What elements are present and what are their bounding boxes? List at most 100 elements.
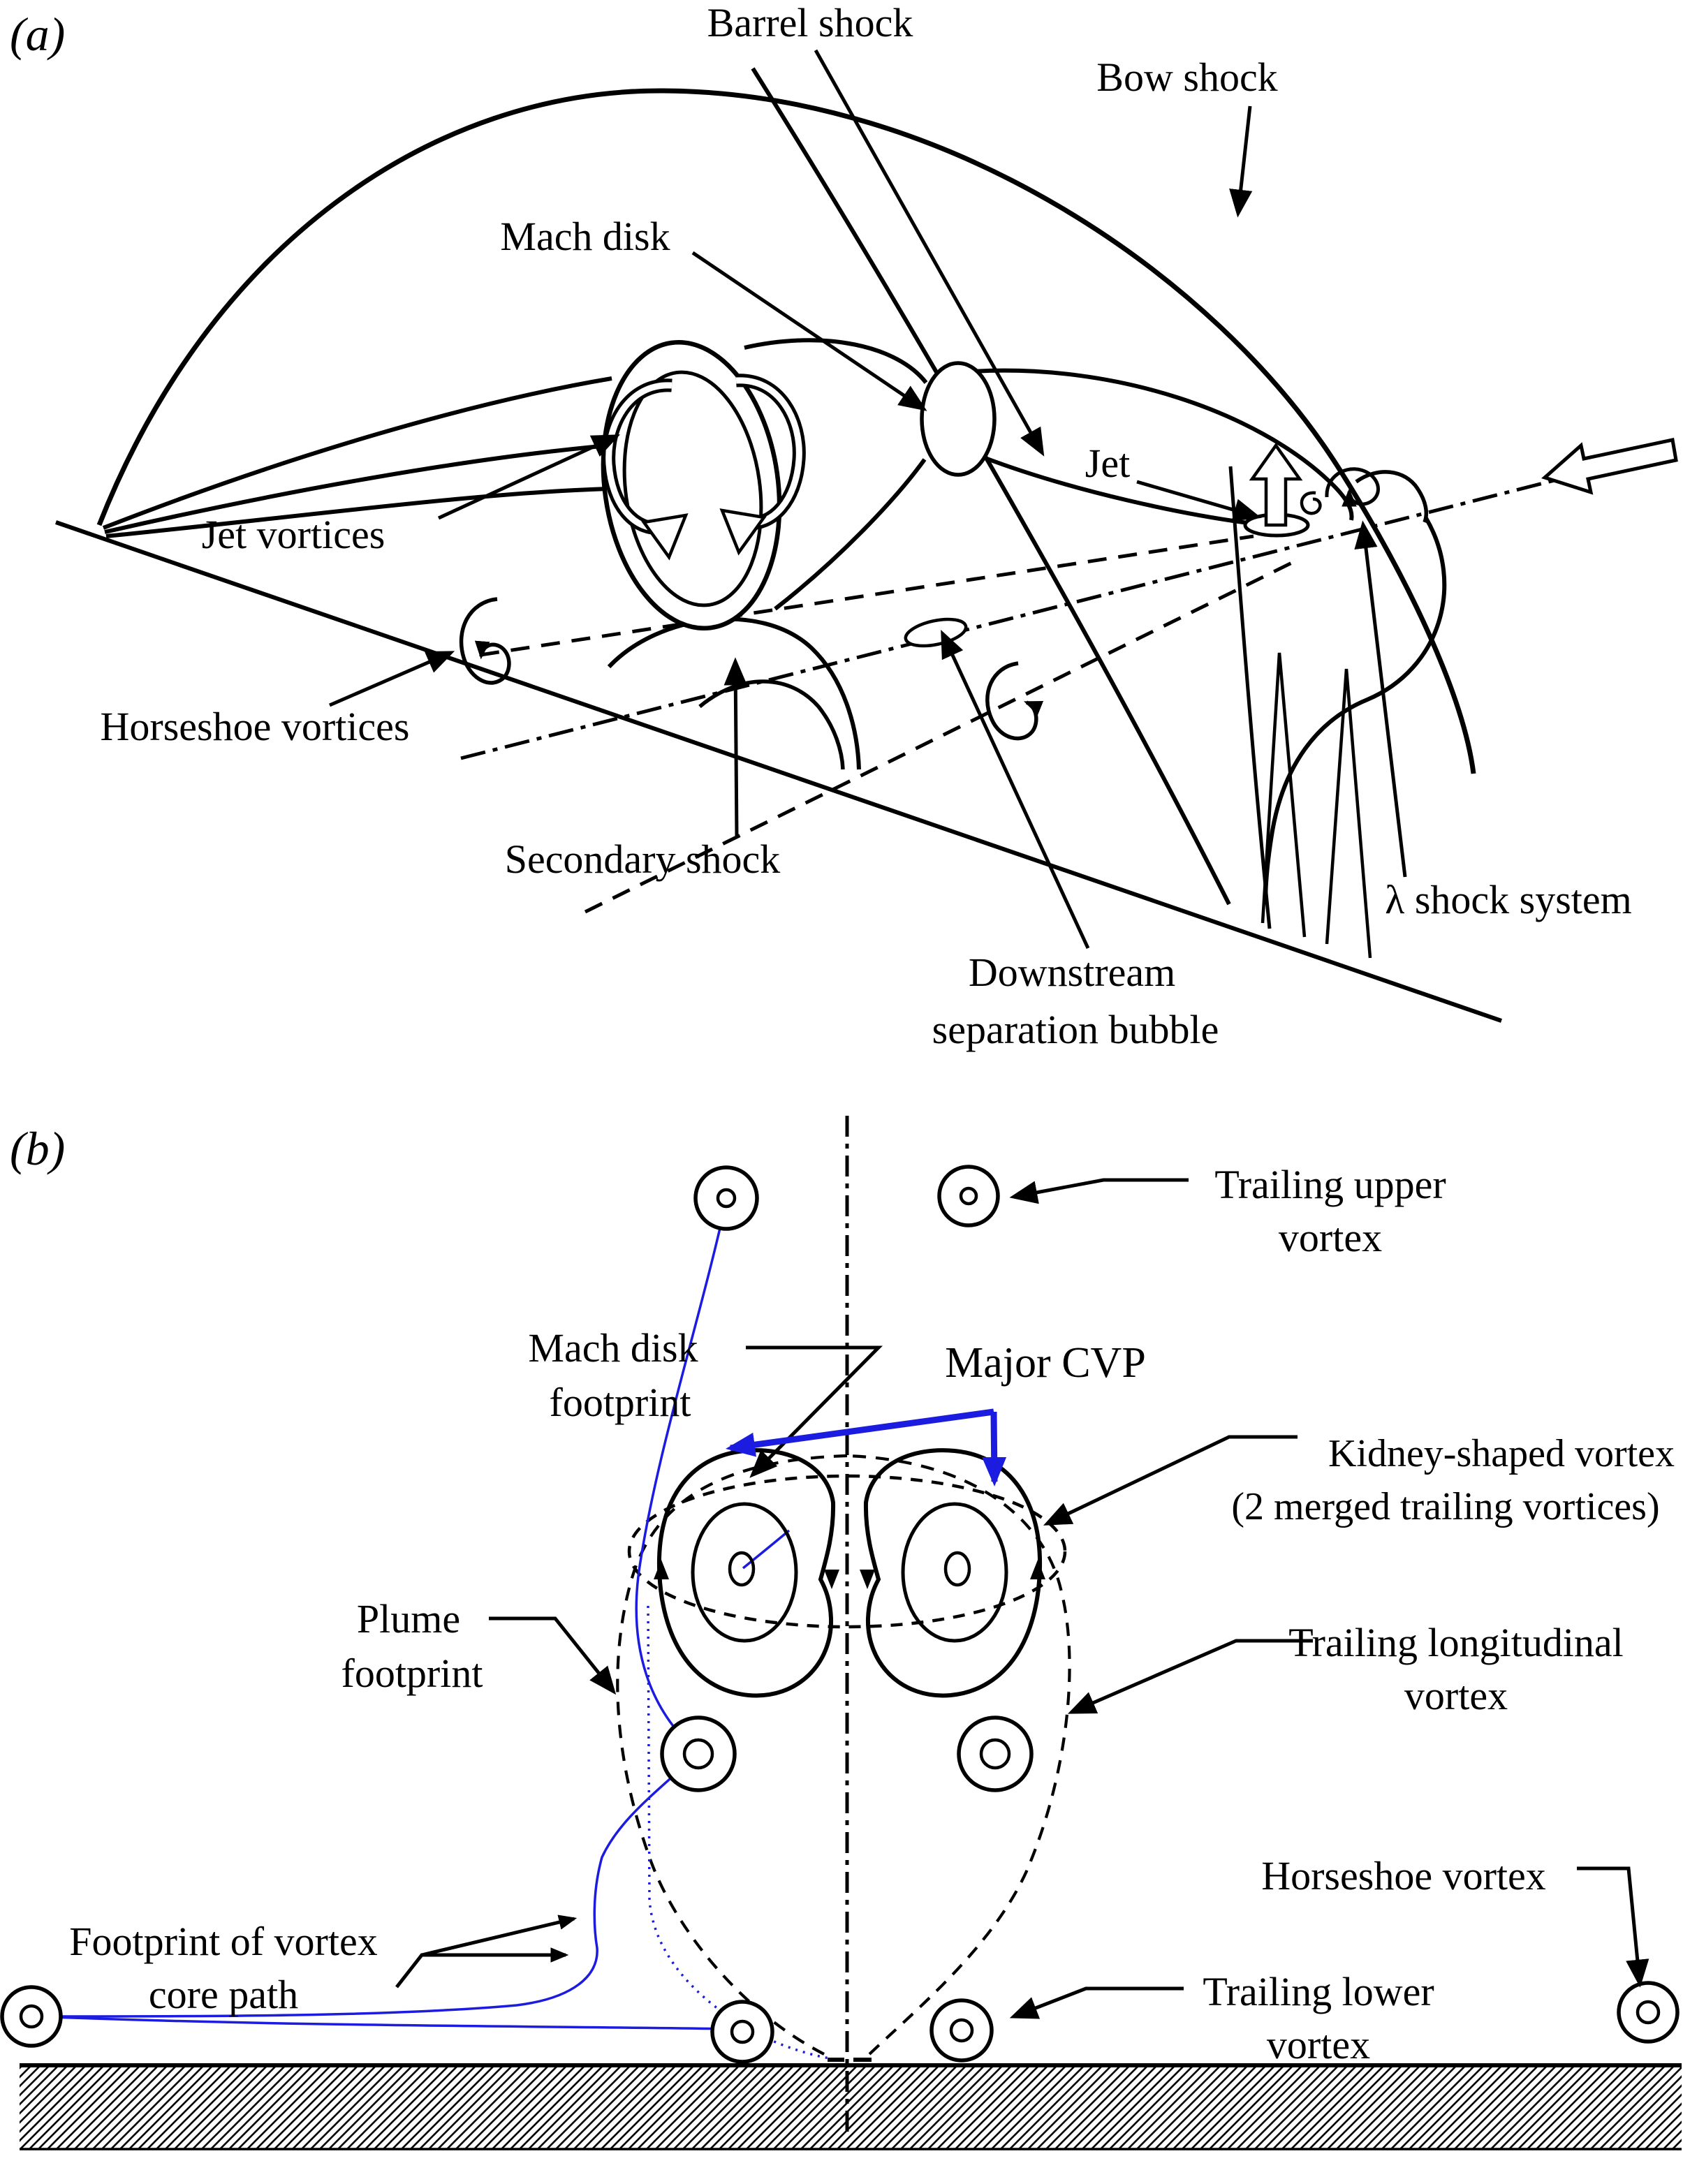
- trailing-longitudinal-vortex-left-core: [682, 1738, 714, 1770]
- plume-footprint-leader-arrow: [489, 1616, 617, 1695]
- panel-b-tag: (b): [10, 1122, 65, 1175]
- bow-shock-leader-arrow: [1229, 105, 1253, 218]
- mach-disk-label: Mach disk: [500, 214, 670, 259]
- trailing-lower-vortex-right-circle: [929, 1998, 994, 2063]
- trailing-longitudinal-vortex-left-circle: [660, 1716, 737, 1792]
- jet-vortices-cylinder: [601, 340, 806, 630]
- mach-disk-footprint-leader-arrow: [746, 1345, 883, 1478]
- trailing-upper-vortex-left-core: [716, 1188, 737, 1209]
- mach-disk-ellipse: [920, 361, 997, 477]
- kidney-vortex-right-outline: [863, 1448, 1043, 1698]
- kidney-vortex-label-line1: Kidney-shaped vortex: [1328, 1432, 1675, 1475]
- bow-shock-label: Bow shock: [1096, 54, 1277, 100]
- separation-bubble-leader-arrow: [941, 629, 1090, 950]
- trailing-lower-leader-arrow: [1009, 1986, 1184, 2019]
- plume-footprint-label-line1: Plume: [357, 1596, 460, 1641]
- jet-direction-arrow-icon: [1249, 443, 1303, 527]
- horseshoe-vortices-leader-arrow: [329, 651, 455, 707]
- cvp-core-stub-blue: [742, 1529, 791, 1570]
- jet-leader-arrow: [1136, 480, 1262, 522]
- horseshoe-vortex-label: Horseshoe vortex: [1261, 1853, 1546, 1898]
- panel-a: (a): [10, 0, 1678, 1052]
- kidney-vortex-right-inner-contour: [901, 1502, 1008, 1643]
- kidney-vortex-right-core: [943, 1551, 971, 1587]
- rotation-arrow-outer-icon: [1030, 1560, 1045, 1579]
- lambda-shock-label: λ shock system: [1385, 877, 1632, 922]
- mach-disk-footprint-label-line1: Mach disk: [528, 1325, 698, 1371]
- panel-a-tag: (a): [10, 8, 65, 61]
- cylinder-bottom-connector: [774, 458, 927, 611]
- wall-vortex-path-blue: [36, 2015, 736, 2030]
- footprint-core-label-line1: Footprint of vortex: [69, 1919, 377, 1964]
- barrel-shock-leader-arrow: [814, 49, 1045, 457]
- vortex-curl-right-icon: [719, 374, 806, 556]
- horseshoe-curl-far-icon: [985, 661, 1044, 741]
- trailing-upper-vortex-right-circle: [937, 1165, 1000, 1227]
- horseshoe-vortices-label: Horseshoe vortices: [101, 704, 410, 749]
- footprint-core-label-line2: core path: [149, 1972, 298, 2017]
- trailing-longitudinal-vortex-right-core: [979, 1738, 1011, 1770]
- lip-vortex-small-icon: [1300, 491, 1322, 515]
- downstream-bubble-label-line2: separation bubble: [932, 1007, 1219, 1052]
- plume-footprint-label-line2: footprint: [341, 1651, 483, 1696]
- plume-edge-dashed-lower: [584, 556, 1302, 914]
- kidney-vortex-left-outline: [656, 1448, 836, 1698]
- secondary-shock-leader-arrow: [723, 657, 747, 839]
- shear-layer-line-1: [102, 376, 612, 530]
- plume-edge-dashed-upper: [480, 534, 1254, 657]
- rotation-arrow-inner-icon: [860, 1570, 875, 1589]
- jet-label: Jet: [1085, 441, 1130, 486]
- trailing-longitudinal-label-line1: Trailing longitudinal: [1288, 1620, 1624, 1665]
- trailing-lower-vortex-left-circle: [710, 2000, 774, 2064]
- kidney-vortex-left-core: [728, 1551, 756, 1587]
- trailing-longitudinal-leader-arrow: [1067, 1639, 1313, 1714]
- rotation-arrow-inner-icon: [824, 1570, 839, 1589]
- mach-disk-footprint-label-line2: footprint: [550, 1380, 691, 1425]
- wall-edge-line: [55, 520, 1502, 1023]
- trailing-upper-label-line1: Trailing upper: [1214, 1162, 1446, 1207]
- trailing-upper-label-line2: vortex: [1279, 1215, 1382, 1260]
- trailing-upper-vortex-left-circle: [693, 1165, 759, 1231]
- lip-vortex-large-icon: [1325, 467, 1380, 507]
- kidney-vortex-left-inner-contour: [691, 1502, 798, 1643]
- panel-b: (b): [0, 1116, 1682, 2150]
- lambda-shock-spike-1: [1261, 652, 1307, 938]
- shear-layer-line-3: [105, 487, 611, 538]
- footprint-core-leader-arrow-1: [395, 1947, 569, 1989]
- downstream-bubble-label-line1: Downstream: [969, 950, 1175, 995]
- kidney-vortex-leader-arrow: [1043, 1435, 1298, 1526]
- trailing-lower-label-line1: Trailing lower: [1203, 1969, 1434, 2014]
- jet-vortices-leader-arrow: [437, 434, 621, 520]
- horseshoe-vortex-right-circle: [1617, 1981, 1680, 2044]
- right-vortex-structures: [860, 1165, 1045, 2063]
- trailing-lower-label-line2: vortex: [1267, 2022, 1370, 2067]
- trailing-upper-leader-arrow: [1009, 1178, 1189, 1204]
- left-vortex-structures: [654, 1165, 839, 2064]
- vortex-core-path-solid-blue: [41, 1200, 728, 2018]
- bow-shock-curve: [96, 88, 1476, 774]
- trailing-lower-vortex-right-core: [949, 2018, 974, 2043]
- barrel-shock-curve: [982, 455, 1254, 526]
- horseshoe-vortex-right-core: [1636, 2000, 1661, 2025]
- vortex-curl-left-icon: [602, 378, 689, 561]
- wake-line: [1228, 466, 1272, 929]
- bow-shock-inner-branch: [751, 67, 1231, 906]
- trailing-lower-vortex-left-core: [730, 2019, 755, 2044]
- trailing-longitudinal-vortex-right-circle: [957, 1716, 1034, 1792]
- ground-hatch-band: [20, 2065, 1682, 2149]
- shear-layer-line-2: [104, 443, 610, 534]
- kidney-vortex-label-line2: (2 merged trailing vortices): [1231, 1485, 1659, 1528]
- major-cvp-arrow-left: [726, 1408, 994, 1457]
- barrel-shock-label: Barrel shock: [707, 0, 913, 45]
- mach-disk-leader-arrow: [691, 251, 927, 411]
- secondary-shock-dome-outer: [607, 617, 861, 770]
- footprint-core-leader-arrow-2: [421, 1914, 578, 1957]
- separation-bubble-ellipse: [904, 617, 968, 648]
- jet-vortices-label: Jet vortices: [202, 512, 385, 557]
- horseshoe-vortex-left-core: [19, 2004, 44, 2029]
- lambda-shock-leader-arrow: [1354, 520, 1407, 878]
- bow-shock-foot-arc: [1263, 517, 1447, 905]
- secondary-shock-dome-inner: [698, 679, 845, 770]
